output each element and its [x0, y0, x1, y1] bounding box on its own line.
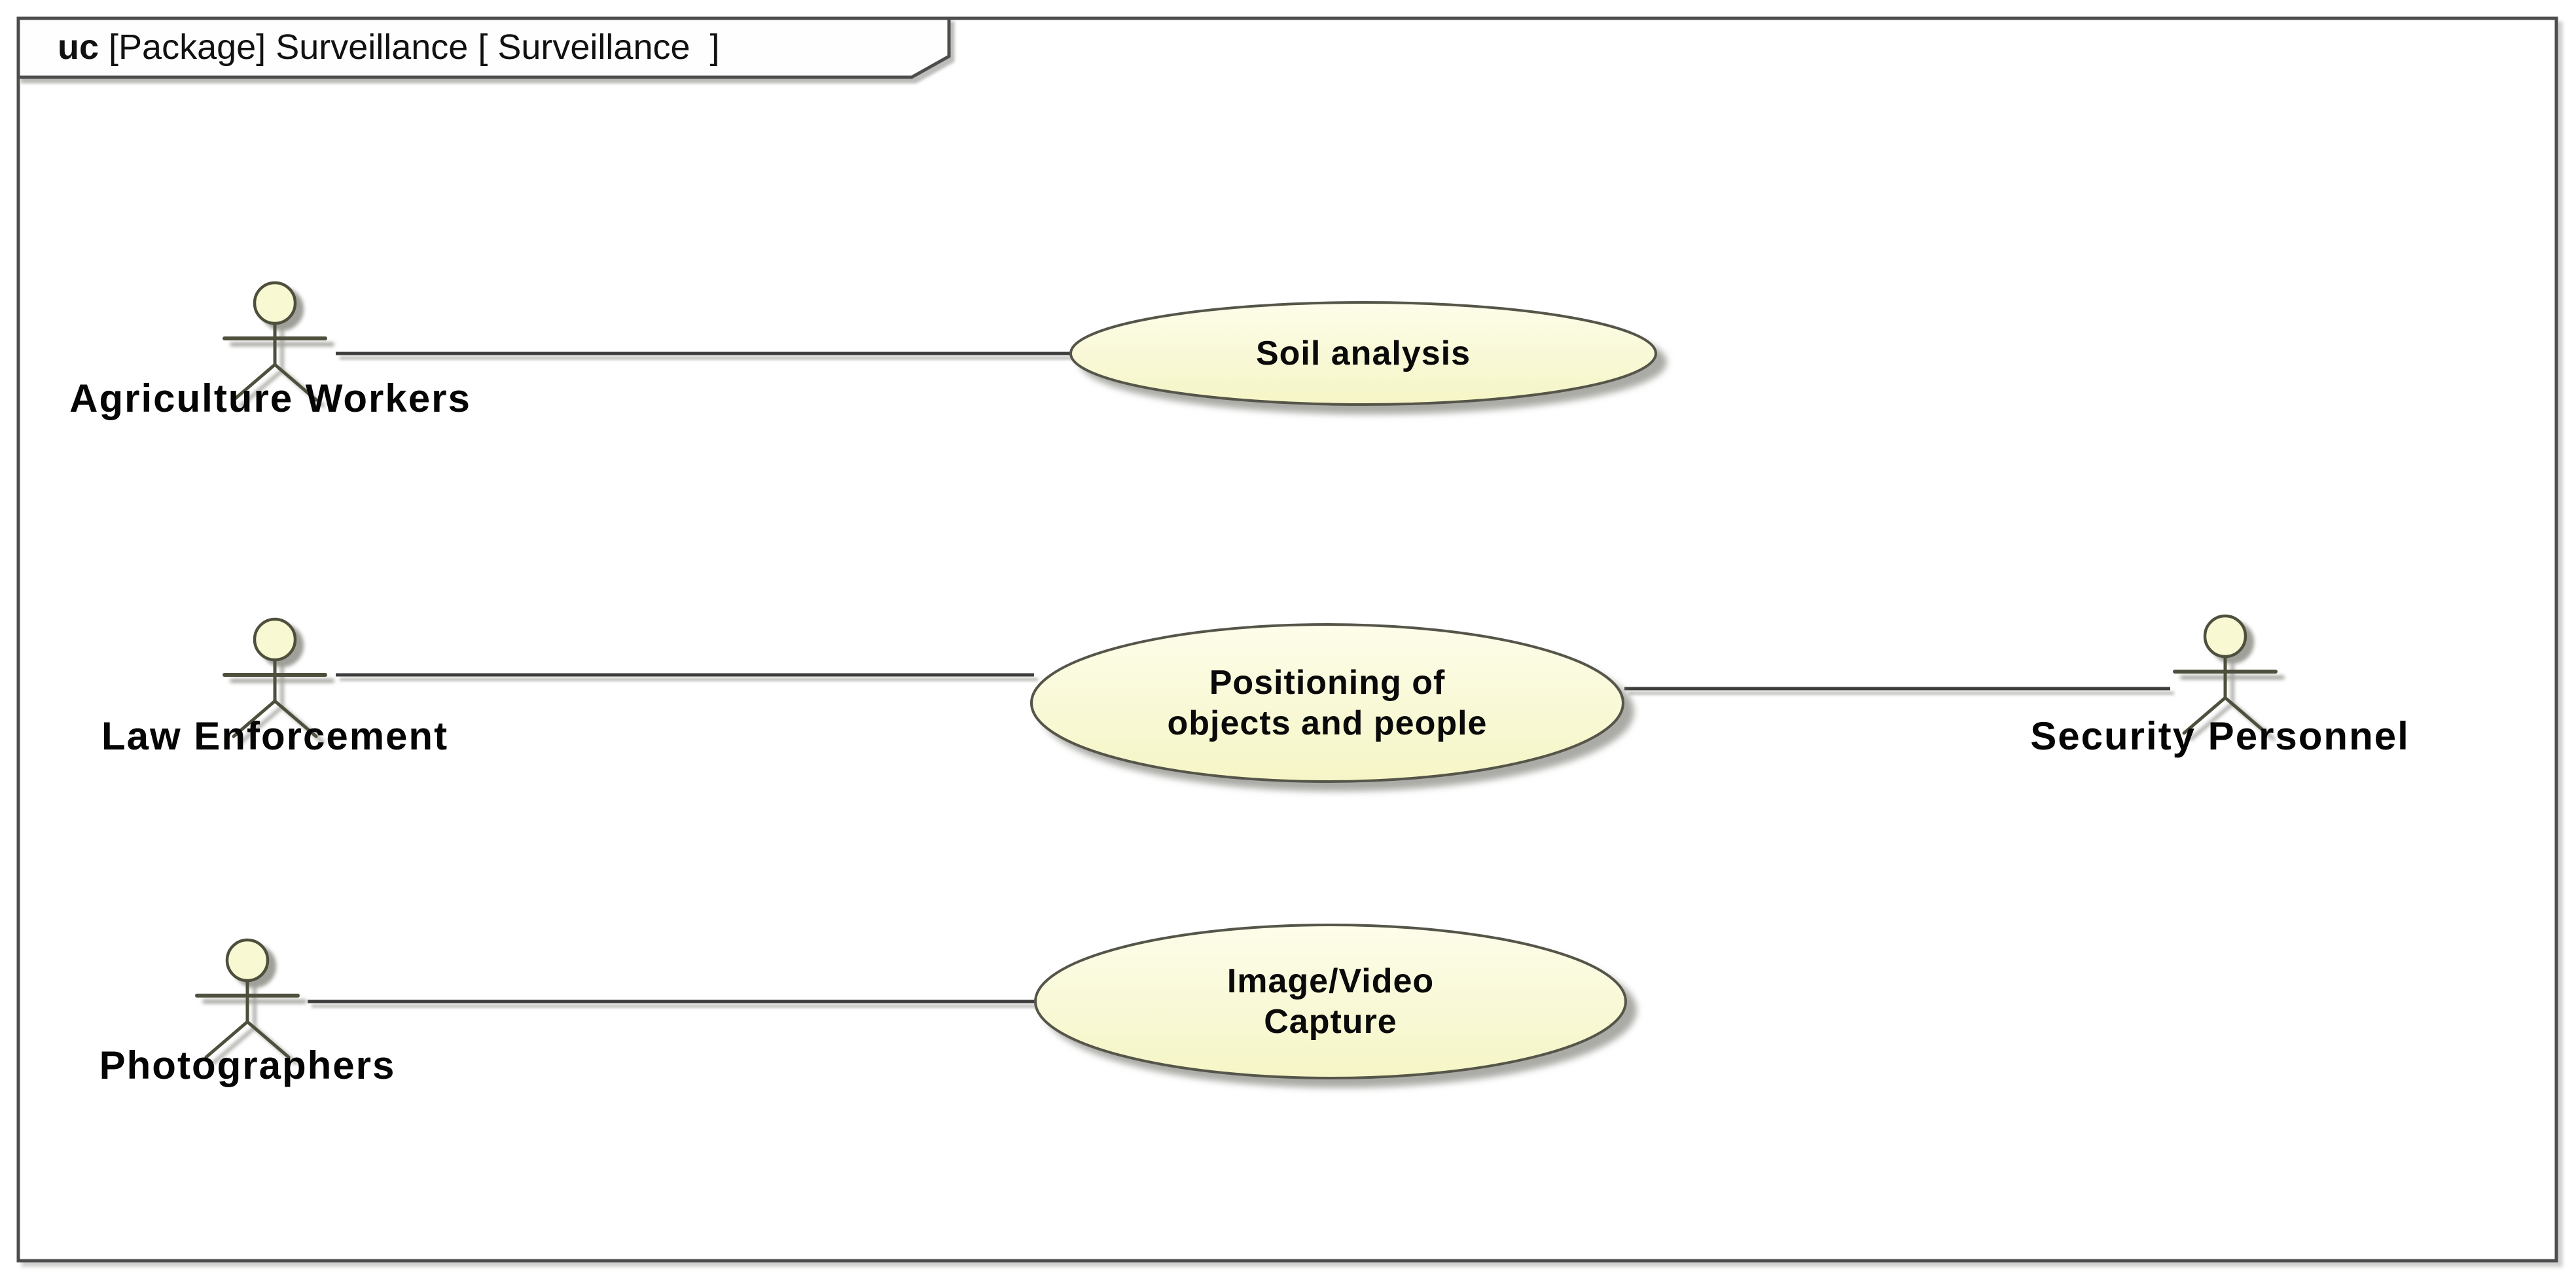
use-case-label-line: Positioning of: [1209, 664, 1446, 702]
actor-label-security-personnel: Security Personnel: [2030, 714, 2410, 758]
use-case-positioning-ellipse[interactable]: [1030, 623, 1624, 783]
use-case-soil-analysis-ellipse[interactable]: [1069, 301, 1657, 406]
actor-label-photographers: Photographers: [99, 1043, 396, 1087]
use-case-image-video-capture-ellipse[interactable]: [1034, 924, 1627, 1079]
actor-label-agriculture-workers: Agriculture Workers: [69, 376, 471, 420]
use-case-label-line: Image/Video: [1226, 962, 1435, 1000]
frame-title: uc [Package] Surveillance [ Surveillance…: [58, 21, 720, 73]
use-case-label-soil-analysis: Soil analysis: [1067, 333, 1659, 374]
use-case-label-line: Soil analysis: [1255, 334, 1471, 372]
associations-group: [308, 352, 2170, 1003]
frame-title-text: [Package] Surveillance [ Surveillance ]: [99, 27, 720, 67]
use-case-label-positioning: Positioning of objects and people: [1031, 662, 1623, 744]
use-case-label-line: objects and people: [1167, 704, 1488, 742]
use-case-label-line: Capture: [1264, 1003, 1397, 1041]
use-case-label-image-video-capture: Image/Video Capture: [1035, 961, 1626, 1042]
frame-kind-label: uc: [58, 27, 99, 67]
actor-label-law-enforcement: Law Enforcement: [101, 714, 449, 758]
frame-title-tab: [16, 16, 951, 79]
